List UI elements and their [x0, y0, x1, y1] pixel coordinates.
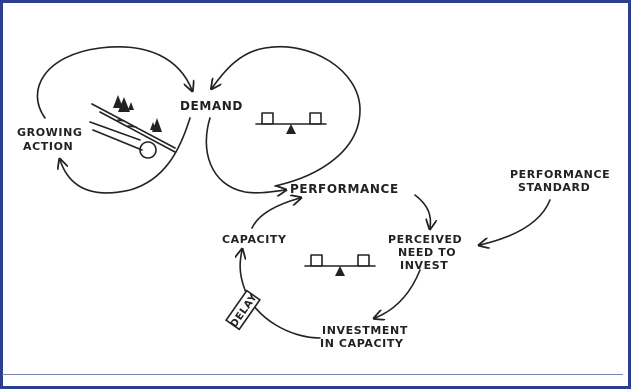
delay-marker: DELAY [225, 289, 261, 331]
label-perceived-need-line3: INVEST [400, 259, 448, 272]
arrow-capacity-to-performance [251, 198, 300, 229]
arrow-performance-to-demand [212, 46, 361, 187]
label-growing-action: GROWING [17, 126, 83, 139]
arrow-standard-to-perceived-need [480, 199, 551, 245]
arrow-demand-to-performance [205, 117, 285, 193]
seesaw-balance-icon [255, 112, 327, 134]
seesaw-balance-icon-lower [304, 254, 376, 276]
label-demand: DEMAND [180, 99, 243, 113]
frame-bottom-rule [2, 374, 623, 375]
arrow-performance-to-perceived-need [414, 194, 430, 228]
label-growing-action-line2: ACTION [23, 140, 73, 153]
label-capacity: CAPACITY [222, 233, 287, 246]
arrow-demand-to-growing-action [60, 117, 191, 194]
label-performance-standard: PERFORMANCE [510, 168, 610, 181]
snowball-rolling-downhill-icon [89, 95, 176, 159]
label-investment: INVESTMENT [322, 324, 408, 337]
label-investment-line2: IN CAPACITY [320, 337, 404, 350]
label-perceived-need: PERCEIVED [388, 233, 462, 246]
label-performance: PERFORMANCE [290, 182, 399, 196]
label-perceived-need-line2: NEED TO [398, 246, 456, 259]
arrow-perceived-need-to-investment [375, 269, 421, 318]
arrow-growing-action-to-demand [36, 46, 192, 119]
label-performance-standard-line2: STANDARD [518, 181, 590, 194]
